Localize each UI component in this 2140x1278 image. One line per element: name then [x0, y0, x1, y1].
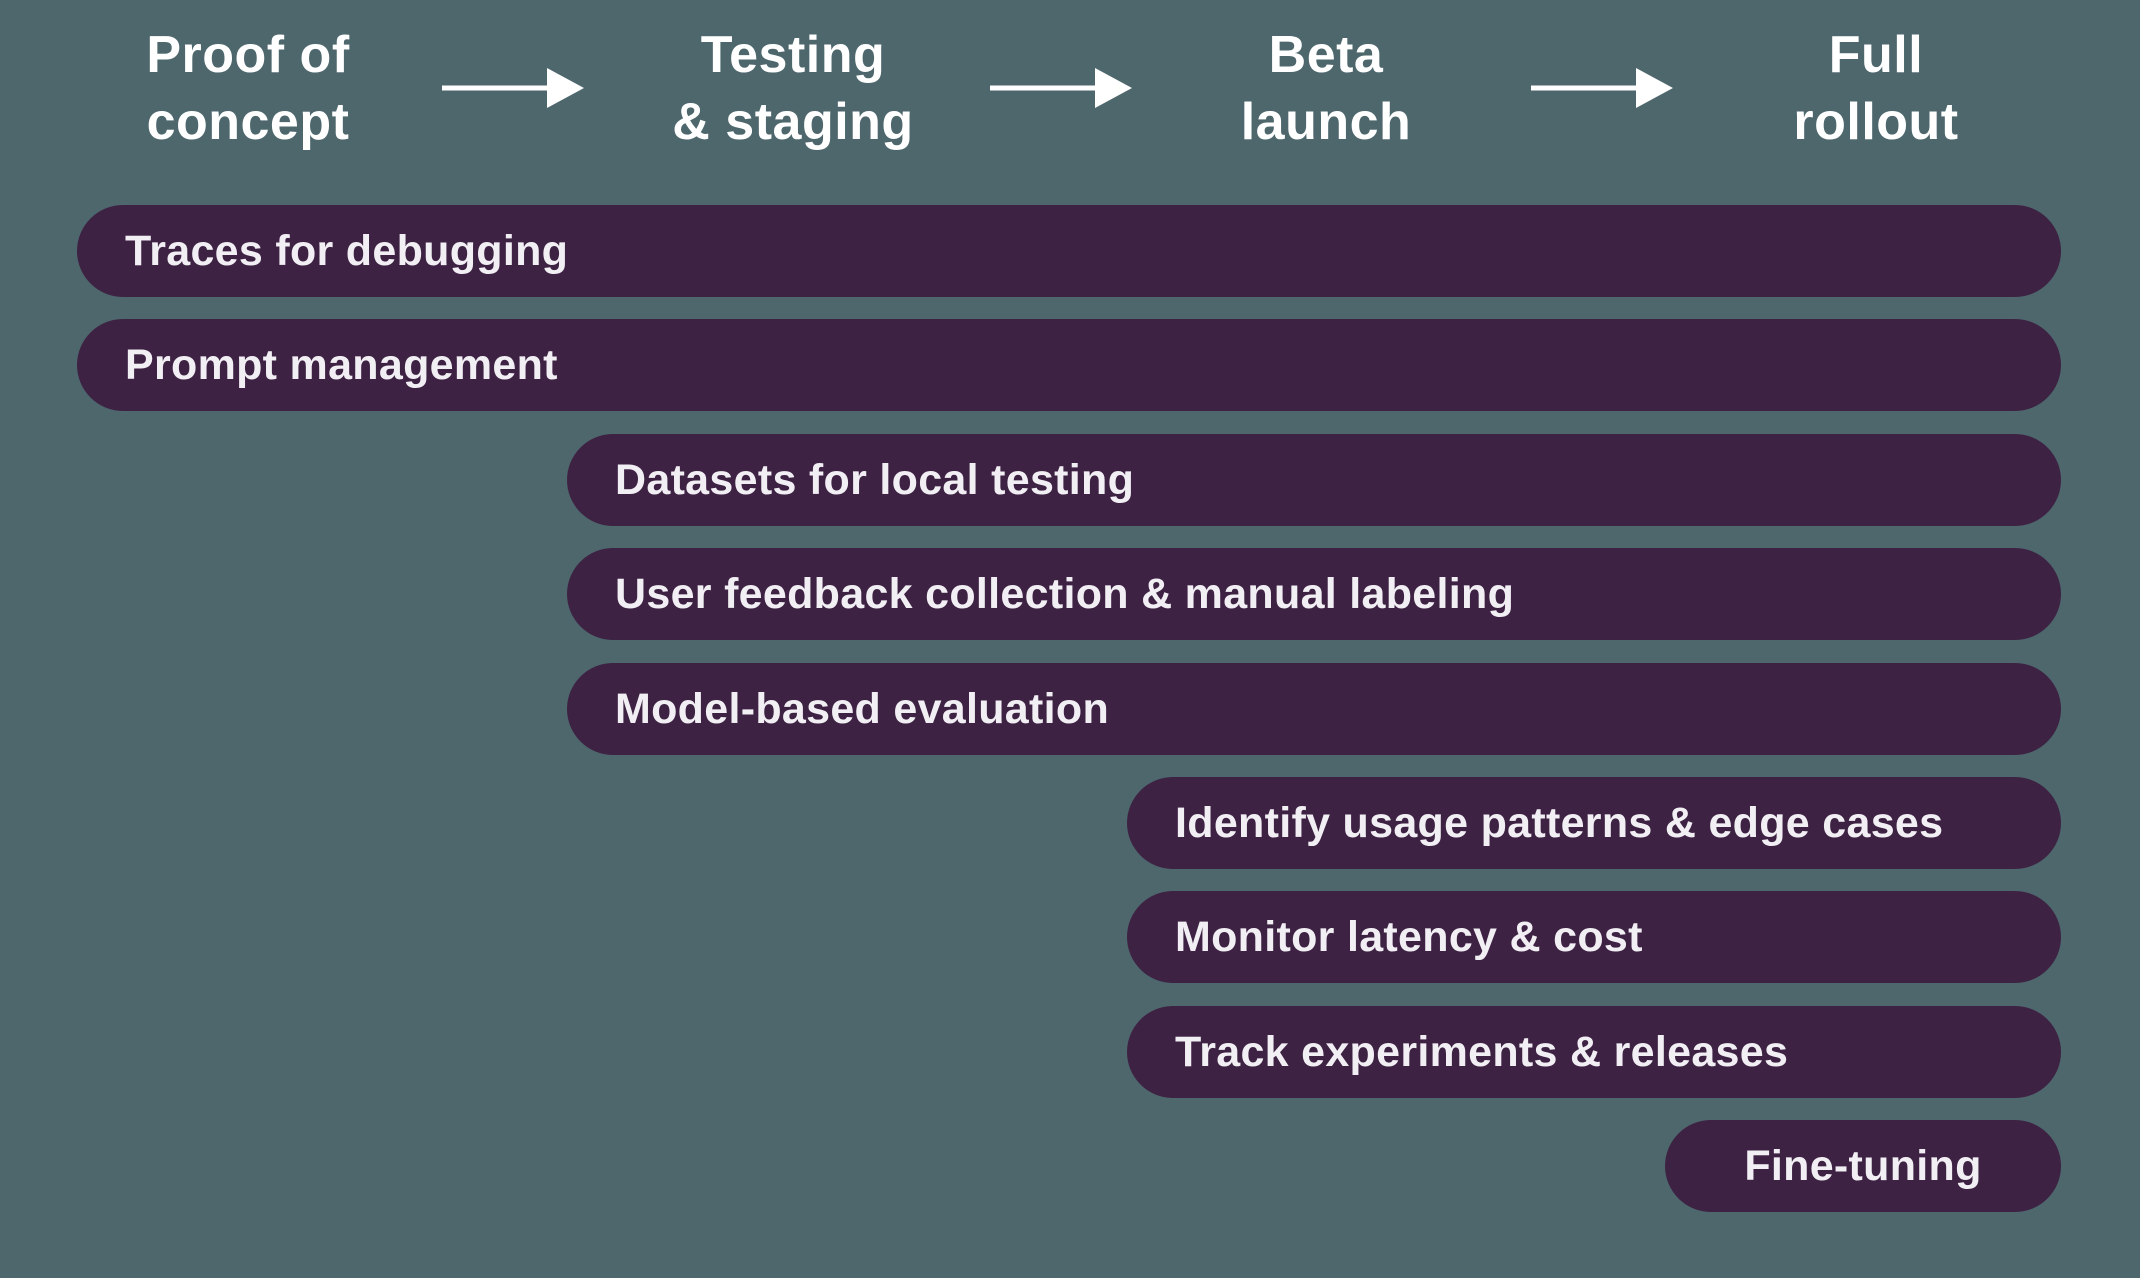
phase-label-testing-staging: Testing & staging — [672, 26, 914, 151]
bar-label: User feedback collection & manual labeli… — [615, 569, 1515, 618]
bar-prompt-management: Prompt management — [77, 319, 2061, 411]
bar-label: Fine-tuning — [1744, 1141, 1982, 1190]
arrow-right-icon — [442, 66, 584, 110]
bar-label: Datasets for local testing — [615, 455, 1135, 504]
bar-datasets-for-local-testing: Datasets for local testing — [567, 434, 2061, 526]
bar-label: Prompt management — [125, 340, 558, 389]
bar-label: Monitor latency & cost — [1175, 912, 1643, 961]
phase-label-full-rollout: Full rollout — [1793, 26, 1959, 151]
bar-traces-for-debugging: Traces for debugging — [77, 205, 2061, 297]
bar-model-based-evaluation: Model-based evaluation — [567, 663, 2061, 755]
bar-label: Track experiments & releases — [1175, 1027, 1789, 1076]
bar-label: Traces for debugging — [125, 226, 569, 275]
bar-user-feedback-collection: User feedback collection & manual labeli… — [567, 548, 2061, 640]
bar-identify-usage-patterns: Identify usage patterns & edge cases — [1127, 777, 2061, 869]
bar-label: Identify usage patterns & edge cases — [1175, 798, 1944, 847]
bar-monitor-latency-cost: Monitor latency & cost — [1127, 891, 2061, 983]
arrow-right-icon — [990, 66, 1132, 110]
bar-track-experiments-releases: Track experiments & releases — [1127, 1006, 2061, 1098]
bar-fine-tuning: Fine-tuning — [1665, 1120, 2061, 1212]
phase-label-proof-of-concept: Proof of concept — [146, 26, 350, 151]
phase-label-beta-launch: Beta launch — [1240, 26, 1412, 151]
bar-label: Model-based evaluation — [615, 684, 1110, 733]
arrow-right-icon — [1531, 66, 1673, 110]
